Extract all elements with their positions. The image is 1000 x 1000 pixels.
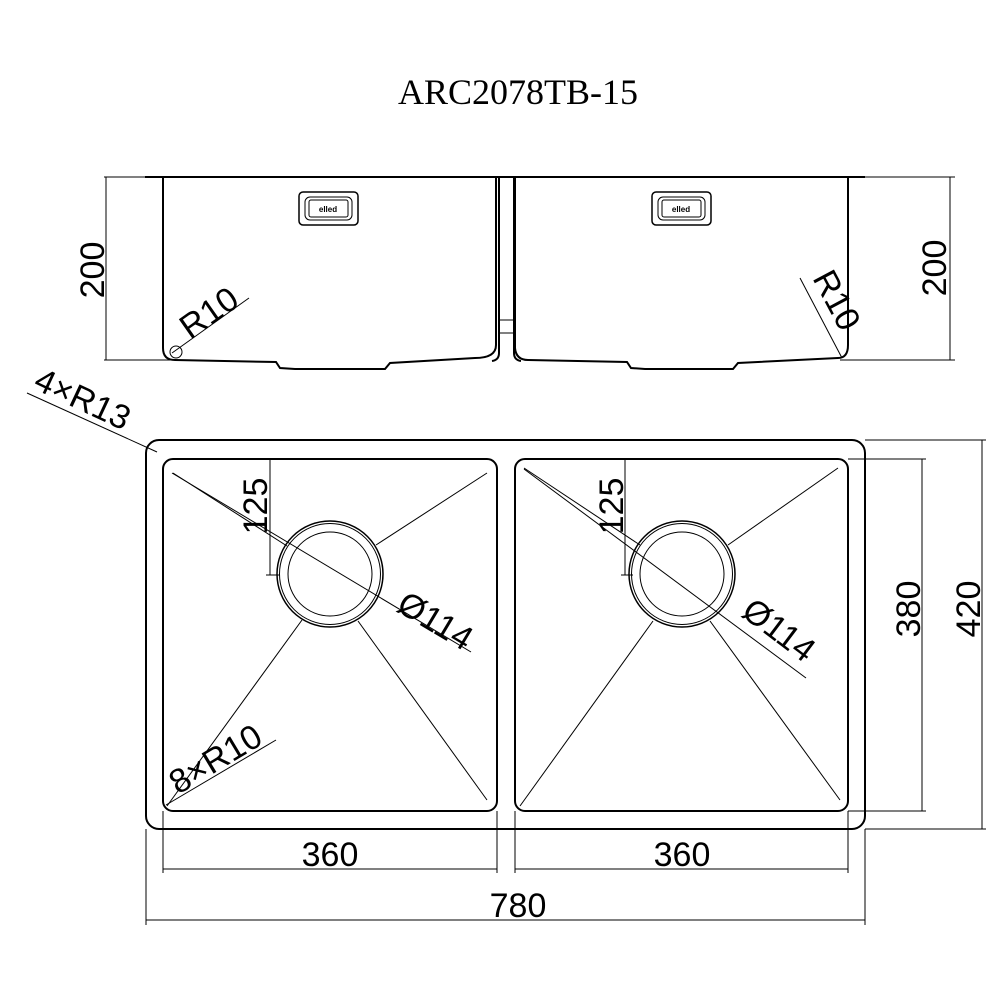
top-view: Ø114 125 8×R10 Ø114 125 4×R13 bbox=[26, 361, 988, 925]
left-bowl-width-label: 360 bbox=[302, 836, 359, 874]
overall-width-label: 780 bbox=[490, 887, 547, 925]
radius-marker bbox=[169, 345, 183, 359]
left-bowl-outline bbox=[162, 458, 498, 812]
left-drain bbox=[276, 520, 384, 628]
radius-leader bbox=[165, 739, 277, 806]
radius-leader bbox=[26, 392, 158, 453]
side-radius-left-label: R10 bbox=[173, 280, 246, 347]
right-bowl-side-profile bbox=[514, 177, 849, 370]
right-bowl-outline bbox=[514, 458, 849, 812]
drawing-title: ARC2078TB-15 bbox=[398, 72, 638, 112]
right-bowl-width-label: 360 bbox=[654, 836, 711, 874]
outer-corner-radius-label: 4×R13 bbox=[29, 361, 137, 438]
overflow-logo-left: elled bbox=[298, 191, 359, 226]
left-drain-diameter-label: Ø114 bbox=[391, 584, 480, 658]
side-radius-right-label: R10 bbox=[805, 264, 868, 337]
radius-leader bbox=[171, 297, 250, 354]
drain-diameter-leader bbox=[523, 468, 807, 679]
right-drain-offset-label: 125 bbox=[593, 478, 631, 535]
overflow-logo-right: elled bbox=[651, 191, 712, 226]
side-view: elled elled 200 200 R10 R10 bbox=[74, 176, 955, 370]
right-bowl-slope-lines bbox=[519, 467, 841, 807]
logo-text: elled bbox=[319, 205, 337, 214]
side-height-right-label: 200 bbox=[916, 240, 954, 297]
inner-corner-radius-label: 8×R10 bbox=[163, 717, 269, 802]
left-bowl-side-profile bbox=[162, 177, 497, 370]
bowl-divider-side bbox=[491, 177, 522, 362]
side-height-left-label: 200 bbox=[74, 242, 112, 299]
logo-text: elled bbox=[672, 205, 690, 214]
bowl-depth-label: 380 bbox=[890, 581, 928, 638]
left-drain-offset-label: 125 bbox=[237, 478, 275, 535]
radius-leader bbox=[799, 277, 843, 359]
drain-diameter-leader bbox=[171, 472, 472, 653]
overall-depth-label: 420 bbox=[950, 581, 988, 638]
right-drain bbox=[628, 520, 736, 628]
outer-rim bbox=[145, 439, 866, 830]
